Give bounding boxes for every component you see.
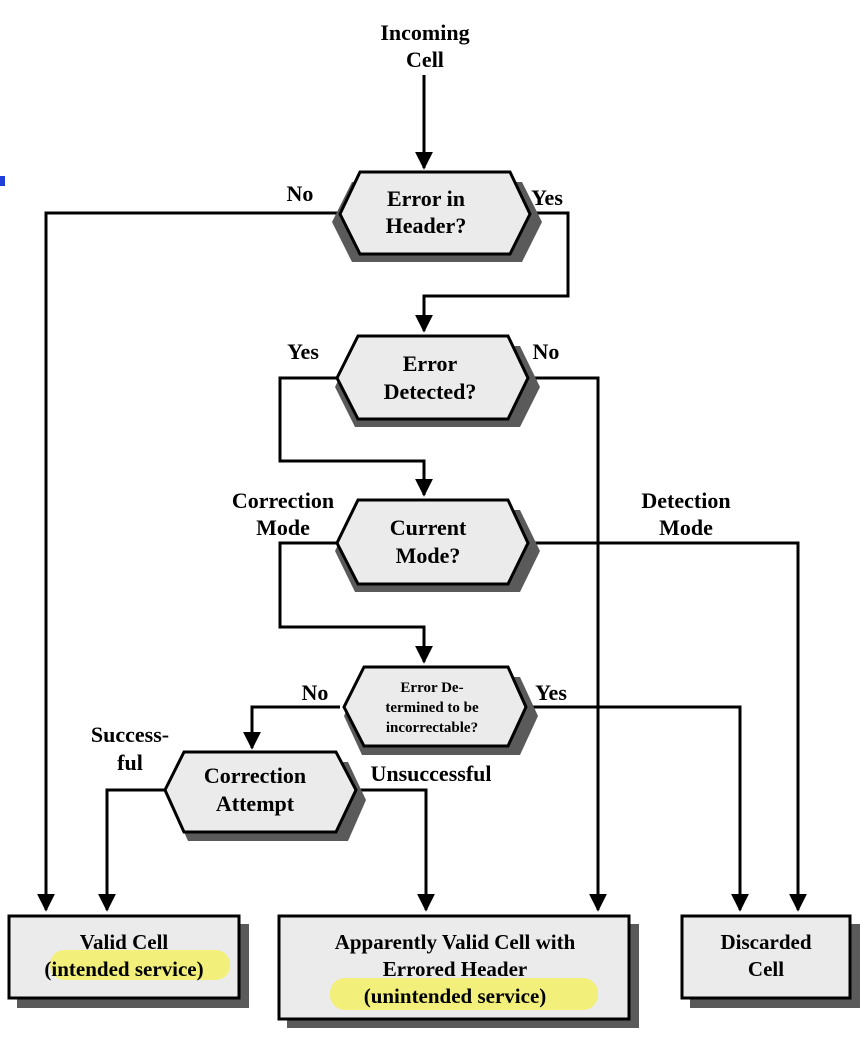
outcome-apparent-line1: Apparently Valid Cell with: [335, 930, 576, 954]
outcome-box: [680, 914, 852, 1000]
outcome-apparent-line3: (unintended service): [364, 984, 547, 1008]
decision-incorrectable: [342, 665, 538, 755]
edge-label-incorrectable-yes: Yes: [535, 680, 567, 705]
decision-incorrectable-line2: termined to be: [385, 700, 479, 716]
outcome-valid-line1: Valid Cell: [80, 930, 169, 954]
outcome-apparently-valid-cell: [277, 914, 639, 1028]
edge-label-header-yes: Yes: [531, 185, 563, 210]
edge-label-incorrectable-no: No: [302, 680, 329, 705]
edge-incorrectable-yes: [508, 705, 749, 912]
edge-header-no: [37, 211, 340, 912]
decision-shape: [338, 170, 532, 256]
blue-marker: [0, 176, 5, 186]
outcome-discarded-cell: [680, 914, 860, 1008]
connectors: [37, 75, 807, 912]
outcome-discarded-line1: Discarded: [721, 930, 812, 954]
edge-label-detected-no: No: [533, 339, 560, 364]
start-label-line1: Incoming: [380, 20, 469, 45]
decision-current-mode: [335, 498, 540, 592]
edge-label-successful-1: Success-: [91, 722, 169, 747]
edge-label-successful-2: ful: [117, 750, 143, 775]
decision-error-in-header: [332, 170, 542, 262]
outcome-discarded-line2: Cell: [748, 957, 784, 981]
decision-incorrectable-line1: Error De-: [400, 680, 463, 696]
decision-shape: [335, 334, 530, 421]
outcome-valid-cell: [7, 914, 249, 1008]
edge-detection-mode: [508, 541, 807, 912]
outcome-valid-line2: (intended service): [44, 957, 203, 981]
edge-label-unsuccessful: Unsuccessful: [370, 761, 491, 786]
decision-detected-line2: Detected?: [384, 379, 477, 404]
decision-header-line2: Header?: [386, 213, 467, 238]
highlight-marker: [330, 978, 598, 1010]
edge-incorrectable-no: [243, 705, 340, 750]
decision-attempt-line1: Correction: [204, 763, 306, 788]
edge-header-yes: [415, 211, 570, 333]
edge-correction-mode: [278, 541, 433, 664]
decision-header-line1: Error in: [387, 186, 465, 211]
decision-attempt-line2: Attempt: [216, 791, 295, 816]
decision-correction-attempt: [163, 750, 366, 841]
decision-shape: [335, 498, 530, 586]
edge-label-header-no: No: [287, 181, 314, 206]
edge-label-detection-mode-1: Detection: [641, 488, 730, 513]
edge-successful: [98, 788, 165, 912]
edge-detected-yes: [278, 376, 433, 497]
highlight-marker: [50, 950, 230, 980]
start-label-line2: Cell: [406, 47, 444, 72]
decision-shape: [342, 665, 528, 748]
decision-incorrectable-line3: incorrectable?: [386, 720, 478, 736]
decision-mode-line2: Mode?: [396, 543, 461, 568]
edge-unsuccessful: [340, 788, 435, 912]
edge-label-detected-yes: Yes: [287, 339, 319, 364]
outcome-apparent-line2: Errored Header: [383, 957, 527, 981]
edge-label-correction-mode-2: Mode: [256, 515, 310, 540]
edge-label-detection-mode-2: Mode: [659, 515, 713, 540]
edge-label-correction-mode-1: Correction: [232, 488, 334, 513]
decision-error-detected: [335, 334, 540, 427]
decision-detected-line1: Error: [403, 351, 458, 376]
decision-mode-line1: Current: [390, 515, 467, 540]
decision-shape: [163, 750, 358, 834]
edge-detected-no: [508, 376, 607, 912]
